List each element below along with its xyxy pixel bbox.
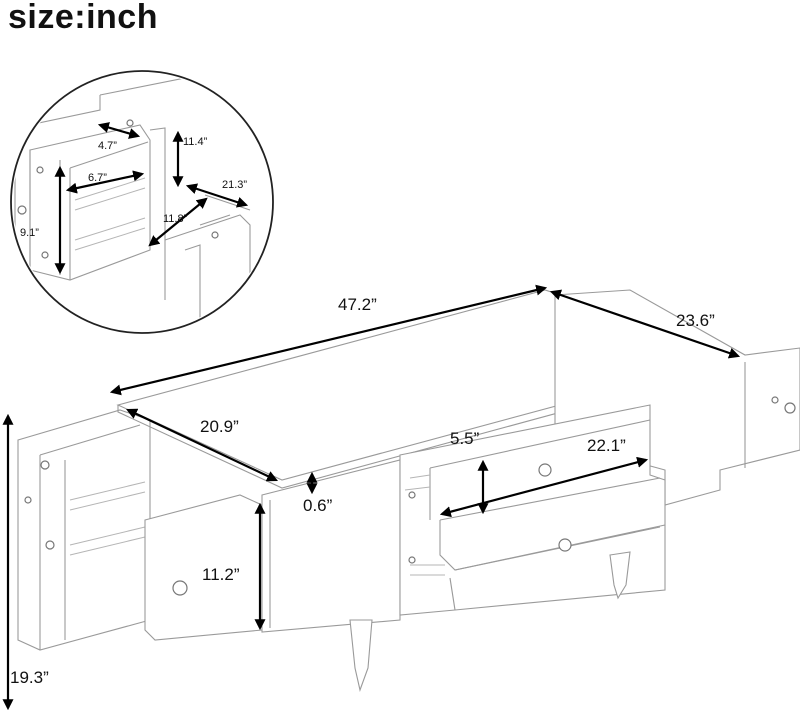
detail-label-h2: 9.1” bbox=[20, 227, 39, 239]
detail-label-d1: 21.3” bbox=[222, 179, 247, 191]
label-top-thickness: 0.6” bbox=[303, 496, 333, 515]
label-depth: 23.6” bbox=[676, 311, 715, 330]
page-title: size:inch bbox=[8, 0, 158, 36]
detail-label-h1: 11.4” bbox=[183, 136, 208, 148]
detail-label-w2: 6.7” bbox=[88, 172, 107, 184]
dimension-arrows: 47.2” 23.6” 20.9” 0.6” 11.2” 19.3” 5.5” … bbox=[2, 284, 741, 711]
label-drawer-height: 5.5” bbox=[450, 429, 480, 448]
detail-inset: 4.7” 11.4” 6.7” 21.3” 9.1” 11.8” bbox=[10, 70, 274, 334]
label-side-depth: 20.9” bbox=[200, 417, 239, 436]
label-total-height: 19.3” bbox=[10, 668, 49, 687]
label-top-length: 47.2” bbox=[338, 295, 377, 314]
table-body bbox=[17, 289, 800, 692]
detail-label-d2: 11.8” bbox=[163, 213, 188, 225]
detail-label-w1: 4.7” bbox=[98, 140, 117, 152]
label-drawer-length: 22.1” bbox=[587, 436, 626, 455]
label-cabinet-height: 11.2” bbox=[202, 565, 240, 584]
